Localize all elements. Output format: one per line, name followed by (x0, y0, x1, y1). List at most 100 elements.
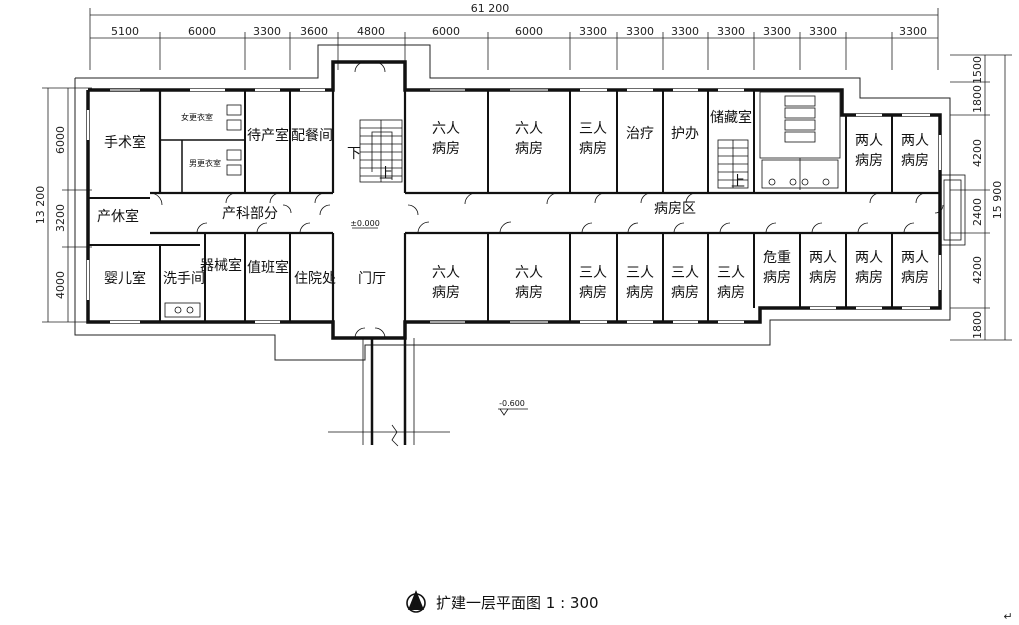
ward-s2-line2: 病房 (515, 285, 543, 301)
room-pantry: 配餐间 (291, 128, 333, 144)
room-stair-up: 上 (379, 166, 393, 182)
ward-s10-line2: 病房 (901, 270, 929, 286)
ward-n5-line2: 病房 (901, 153, 929, 169)
ward-n2-line2: 病房 (515, 141, 543, 157)
dim-top-7: 6000 (515, 25, 543, 38)
ward-s3-line1: 三人 (579, 265, 607, 281)
dim-right-1: 1500 (971, 56, 984, 84)
right-dimension-lines (950, 54, 1012, 341)
north-arrow-letter: N (413, 600, 420, 610)
dim-right-2: 1800 (971, 85, 984, 113)
room-stair-down: 下 (347, 146, 361, 162)
room-surgery: 手术室 (104, 134, 146, 151)
top-dimension-lines (89, 8, 939, 70)
room-admission: 住院处 (294, 271, 336, 287)
dim-top-8: 3300 (579, 25, 607, 38)
dim-right-4: 2400 (971, 198, 984, 226)
ward-n4-line1: 两人 (855, 133, 883, 149)
overall-width-label: 61 200 (471, 2, 510, 15)
room-treatment: 治疗 (626, 126, 654, 142)
dim-right-3: 4200 (971, 139, 984, 167)
dim-top-6: 6000 (432, 25, 460, 38)
room-lobby: 门厅 (358, 271, 386, 287)
ward-s5-line1: 三人 (671, 265, 699, 281)
building-walls (86, 60, 942, 340)
room-duty: 值班室 (247, 259, 289, 276)
ward-s2-line1: 六人 (515, 265, 543, 281)
left-total-label: 13 200 (34, 186, 47, 225)
ward-s6-line1: 三人 (717, 265, 745, 281)
dim-top-10: 3300 (671, 25, 699, 38)
window-marks (86, 88, 942, 324)
fixtures (164, 104, 242, 318)
room-obstetrics-section: 产科部分 (222, 206, 278, 222)
stair-storage (717, 139, 749, 189)
ward-n3-line2: 病房 (579, 141, 607, 157)
dim-top-11: 3300 (717, 25, 745, 38)
door-swings (149, 61, 944, 339)
room-nurse-office: 护办 (671, 126, 699, 142)
ward-s9-line2: 病房 (855, 270, 883, 286)
dim-left-1: 6000 (54, 126, 67, 154)
dim-top-9: 3300 (626, 25, 654, 38)
dim-right-5: 4200 (971, 256, 984, 284)
ward-n1-line1: 六人 (432, 121, 460, 137)
dim-top-12: 3300 (763, 25, 791, 38)
ward-n3-line1: 三人 (579, 121, 607, 137)
toilet-block (759, 91, 841, 190)
ward-s8-line2: 病房 (809, 270, 837, 286)
outdoor-elevation-marker: -0.600 (498, 399, 528, 416)
ward-s9-line1: 两人 (855, 250, 883, 266)
window-frames (110, 88, 548, 324)
page-return-mark: ↵ (1003, 610, 1012, 623)
room-female-changing: 女更衣室 (181, 112, 213, 122)
dim-top-5: 4800 (357, 25, 385, 38)
ward-s7-line2: 病房 (763, 270, 791, 286)
ward-s4-line1: 三人 (626, 265, 654, 281)
ward-s8-line1: 两人 (809, 250, 837, 266)
room-labels: 手术室 女更衣室 男更衣室 待产室 配餐间 下 上 产休室 产科部分 婴儿室 洗… (97, 109, 929, 301)
ward-s5-line2: 病房 (671, 285, 699, 301)
room-postpartum-rest: 产休室 (97, 208, 139, 225)
ward-n1-line2: 病房 (432, 141, 460, 157)
ward-s1-line2: 病房 (432, 285, 460, 301)
room-labor-waiting: 待产室 (247, 127, 289, 144)
drawing-title: 扩建一层平面图 1 : 300 (436, 594, 599, 612)
dim-top-4: 3600 (300, 25, 328, 38)
ward-s10-line1: 两人 (901, 250, 929, 266)
east-steps (939, 174, 966, 246)
room-nursery: 婴儿室 (104, 270, 146, 287)
north-arrow-icon: N (406, 590, 426, 613)
ward-n5-line1: 两人 (901, 133, 929, 149)
corridor-ward-area: 病房区 (654, 201, 696, 217)
ward-s3-line2: 病房 (579, 285, 607, 301)
dim-top-13: 3300 (809, 25, 837, 38)
dim-left-2: 3200 (54, 204, 67, 232)
floor-elevation-marker: ±0.000 (350, 219, 380, 229)
ward-s4-line2: 病房 (626, 285, 654, 301)
room-stair-up-east: 上 (731, 174, 745, 190)
dim-right-6: 1800 (971, 311, 984, 339)
ward-s1-line1: 六人 (432, 265, 460, 281)
dim-top-3: 3300 (253, 25, 281, 38)
dim-top-14: 3300 (899, 25, 927, 38)
outdoor-elevation-label: -0.600 (499, 399, 525, 408)
dim-left-3: 4000 (54, 271, 67, 299)
top-segment-labels: 5100 6000 3300 3600 4800 6000 6000 3300 … (111, 25, 927, 38)
dim-top-2: 6000 (188, 25, 216, 38)
ward-n4-line2: 病房 (855, 153, 883, 169)
room-male-changing: 男更衣室 (189, 158, 221, 168)
ward-n2-line1: 六人 (515, 121, 543, 137)
room-storage: 储藏室 (710, 109, 752, 126)
site-outline (74, 44, 951, 361)
entrance-walk (328, 338, 450, 447)
ward-s7-line1: 危重 (763, 250, 791, 266)
room-equipment: 器械室 (200, 257, 242, 274)
dim-top-1: 5100 (111, 25, 139, 38)
ward-s6-line2: 病房 (717, 285, 745, 301)
stair-lobby (359, 119, 403, 183)
right-total-label: 15 900 (991, 181, 1004, 220)
room-washroom: 洗手间 (163, 271, 205, 287)
floor-elevation-label: ±0.000 (350, 219, 380, 228)
